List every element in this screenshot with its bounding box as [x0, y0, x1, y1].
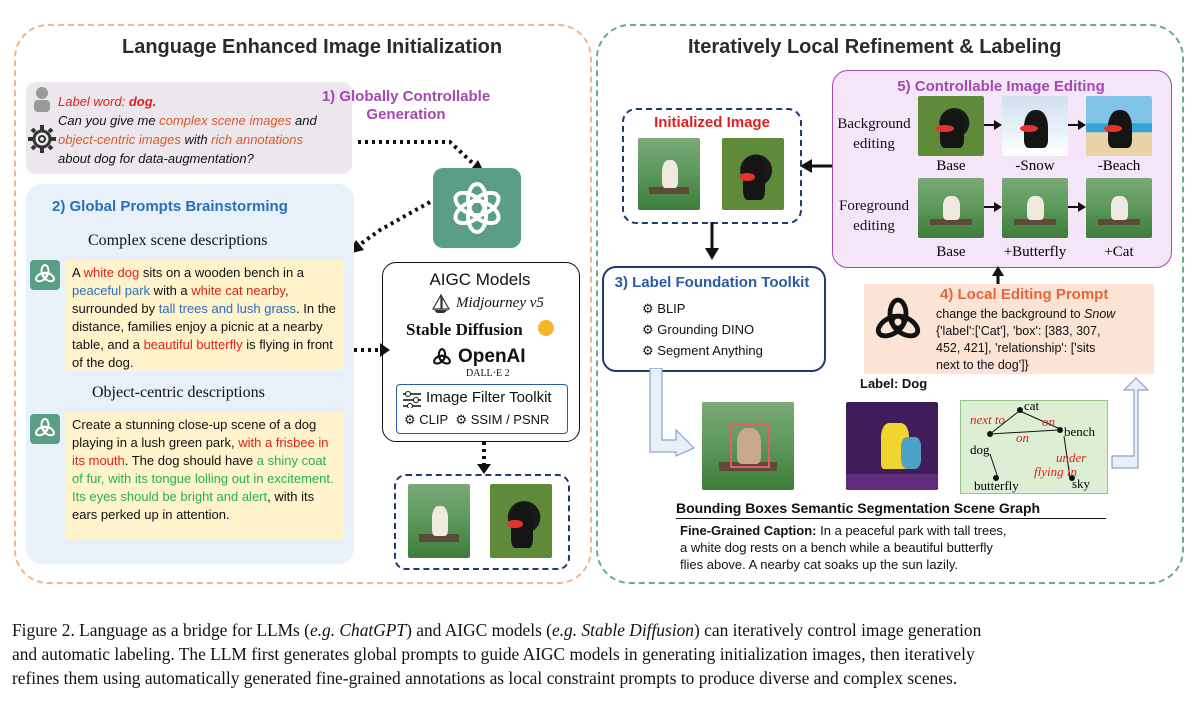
- ssim-label: SSIM / PSNR: [470, 412, 550, 427]
- dalle-label: DALL·E 2: [466, 368, 510, 379]
- step2-label: 2) Global Prompts Brainstorming: [52, 198, 288, 215]
- query-text: Label word: dog. Can you give me complex…: [58, 94, 317, 166]
- object-heading: Object-centric descriptions: [92, 384, 265, 401]
- midjourney-sailboat-icon: [431, 294, 451, 313]
- local-prompt-text: change the background to Snow {'label':[…: [936, 307, 1116, 372]
- bg-label-base: Base: [936, 158, 966, 174]
- generated-images-box: [394, 474, 570, 570]
- step1-label: 1) Globally Controllable Generation: [321, 88, 491, 123]
- dotted-arrow-to-aigc: [354, 343, 390, 357]
- edge-on-2: on: [1016, 430, 1029, 445]
- arrow-icon: [984, 202, 1002, 212]
- chatgpt-logo-icon: [30, 414, 60, 444]
- hollow-arrow-down-right: [649, 368, 696, 457]
- initialized-image-label: Initialized Image: [654, 114, 770, 131]
- init-image-dog-bench: [638, 138, 700, 210]
- right-panel: [596, 24, 1184, 584]
- figure-caption: Figure 2. Language as a bridge for LLMs …: [12, 620, 982, 688]
- right-panel-title: Iteratively Local Refinement & Labeling: [688, 36, 1062, 58]
- local-prompt-box: [864, 284, 1154, 374]
- user-icon: [34, 87, 50, 112]
- generated-image-dog-frisbee: [490, 484, 552, 558]
- node-dog: dog: [970, 442, 990, 457]
- openai-logo-icon: [875, 297, 921, 339]
- toolkit-list: ⚙ BLIP ⚙ Grounding DINO ⚙ Segment Anythi…: [642, 298, 763, 361]
- openai-label: OpenAI: [458, 346, 526, 367]
- step3-label: 3) Label Foundation Toolkit: [614, 274, 810, 291]
- node-sky: sky: [1072, 476, 1091, 491]
- generated-image-dog-bench: [408, 484, 470, 558]
- annotation-type-labels: Bounding Boxes Semantic Segmentation Sce…: [676, 500, 1041, 516]
- aigc-models-box: [382, 262, 580, 442]
- filter-sliders-icon: [403, 391, 421, 408]
- label-toolkit-box: [602, 266, 826, 372]
- hollow-arrow-up-right: [1111, 377, 1150, 469]
- stable-diffusion-label: Stable Diffusion: [406, 320, 523, 339]
- node-butterfly: butterfly: [974, 478, 1019, 493]
- node-bench: bench: [1064, 424, 1096, 439]
- left-panel-title: Language Enhanced Image Initialization: [122, 36, 503, 58]
- bg-base-image: [918, 96, 984, 156]
- left-panel: [14, 24, 592, 584]
- init-image-dog-frisbee: [722, 138, 784, 210]
- query-box: [26, 82, 352, 174]
- filter-metrics: ⚙ CLIP ⚙ SSIM / PSNR: [404, 412, 550, 427]
- arrow-icon: [984, 120, 1002, 130]
- bg-beach-image: [1086, 96, 1152, 156]
- fg-cat-image: [1086, 178, 1152, 238]
- bg-label-beach: -Beach: [1097, 158, 1141, 174]
- chatgpt-logo-icon: [433, 168, 521, 248]
- fg-label-base: Base: [936, 244, 966, 260]
- node-cat: cat: [1024, 398, 1040, 413]
- bg-snow-image: [1002, 96, 1068, 156]
- toolkit-item-sam: ⚙ Segment Anything: [642, 343, 763, 358]
- complex-description: A white dog sits on a wooden bench in a …: [66, 260, 344, 370]
- scene-graph: [960, 400, 1108, 494]
- edge-under: under: [1056, 450, 1087, 465]
- arrow-up-icon: [992, 266, 1004, 286]
- midjourney-label: Midjourney v5: [456, 295, 544, 311]
- gear-bullet-icon: ⚙: [642, 322, 654, 337]
- chatgpt-logo-icon: [30, 260, 60, 290]
- bounding-boxes-image: [702, 402, 794, 490]
- arrow-down-icon: [705, 222, 719, 260]
- fg-butterfly-image: [1002, 178, 1068, 238]
- complex-heading: Complex scene descriptions: [88, 232, 268, 249]
- gear-bullet-icon: ⚙: [642, 301, 654, 316]
- label-word-prefix: Label word:: [58, 94, 129, 109]
- fine-grained-caption: Fine-Grained Caption: In a peaceful park…: [680, 523, 1007, 572]
- edge-flying-in: flying in: [1034, 464, 1077, 479]
- step4-label: 4) Local Editing Prompt: [940, 286, 1109, 303]
- divider: [676, 518, 1106, 519]
- image-filter-toolkit-box: [396, 384, 568, 434]
- aigc-title: AIGC Models: [429, 270, 531, 289]
- gear-bullet-icon: ⚙: [642, 343, 654, 358]
- fg-base-image: [918, 178, 984, 238]
- scene-graph-edges: [987, 407, 1075, 481]
- palette-icon: [538, 320, 554, 336]
- semantic-segmentation-image: [846, 402, 938, 490]
- label-word: dog.: [128, 94, 157, 109]
- edge-next-to: next to: [970, 412, 1006, 427]
- label-dog: Label: Dog: [860, 376, 928, 391]
- toolkit-item-grounding-dino: ⚙ Grounding DINO: [642, 322, 755, 337]
- dotted-arrow-down: [477, 442, 491, 474]
- arrow-left-icon: [800, 159, 836, 173]
- arrow-icon: [1068, 202, 1086, 212]
- bg-label-snow: -Snow: [1015, 158, 1055, 174]
- edge-on-1: on: [1042, 414, 1055, 429]
- object-description: Create a stunning close-up scene of a do…: [66, 412, 344, 540]
- toolkit-item-blip: ⚙ BLIP: [642, 301, 686, 316]
- step5-label: 5) Controllable Image Editing: [897, 78, 1105, 95]
- arrow-icon: [1068, 120, 1086, 130]
- gear-icon: [28, 125, 56, 153]
- clip-label: CLIP: [419, 412, 449, 427]
- filter-toolkit-title: Image Filter Toolkit: [426, 389, 552, 406]
- fg-label-cat: +Cat: [1104, 244, 1134, 260]
- fg-label-butterfly: +Butterfly: [1003, 244, 1067, 260]
- openai-logo-icon: [433, 348, 451, 365]
